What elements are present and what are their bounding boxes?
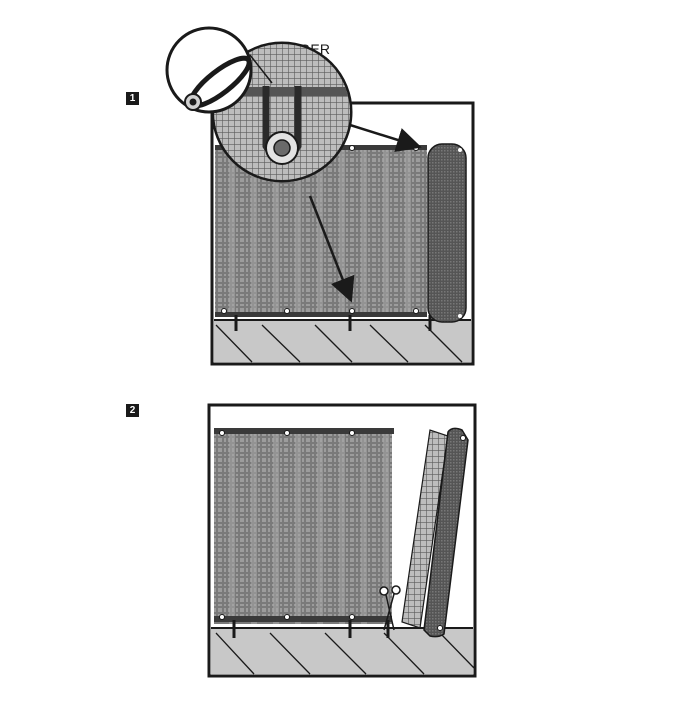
ground-hatching xyxy=(215,632,475,675)
arrow-to-top-clip xyxy=(349,123,422,152)
screen-roll xyxy=(427,143,467,323)
fence-posts xyxy=(232,620,390,638)
fence-posts xyxy=(234,315,432,331)
ground-strip xyxy=(214,320,471,362)
step-number-badge: 1 xyxy=(126,92,139,105)
privacy-screen xyxy=(214,430,392,624)
scissors-icon xyxy=(379,585,401,631)
ground-hatching xyxy=(215,324,463,363)
step-2-illustration xyxy=(207,403,477,678)
screen-roll xyxy=(423,427,469,638)
step-1-illustration xyxy=(210,41,475,366)
arrow-to-bottom-clip xyxy=(308,195,355,303)
snugger-clips xyxy=(219,430,355,620)
snugger-detail-icon xyxy=(165,26,273,114)
step-number-badge: 2 xyxy=(126,404,139,417)
